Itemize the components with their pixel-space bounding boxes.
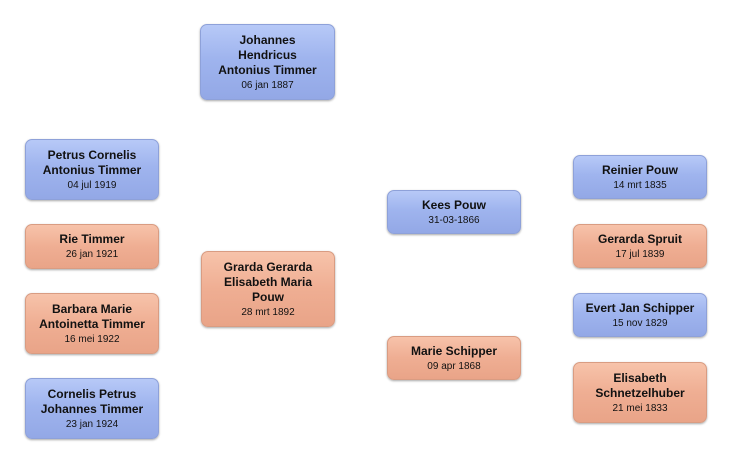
person-date: 06 jan 1887 — [241, 79, 294, 91]
person-name: Johannes Hendricus Antonius Timmer — [218, 32, 317, 77]
person-card-great-grandparent[interactable]: Elisabeth Schnetzelhuber 21 mei 1833 — [573, 362, 707, 423]
person-date: 23 jan 1924 — [65, 418, 119, 430]
person-card-child[interactable]: Cornelis Petrus Johannes Timmer 23 jan 1… — [25, 378, 159, 439]
person-date: 14 mrt 1835 — [613, 179, 667, 191]
person-card-mother[interactable]: Grarda Gerarda Elisabeth Maria Pouw 28 m… — [201, 251, 335, 327]
person-date: 09 apr 1868 — [427, 360, 481, 372]
person-card-child[interactable]: Rie Timmer 26 jan 1921 — [25, 224, 159, 269]
person-name: Evert Jan Schipper — [585, 300, 695, 315]
person-name: Rie Timmer — [59, 232, 125, 246]
person-date: 17 jul 1839 — [615, 248, 665, 260]
person-date: 26 jan 1921 — [65, 249, 119, 260]
person-card-great-grandparent[interactable]: Reinier Pouw 14 mrt 1835 — [573, 155, 707, 199]
person-card-father[interactable]: Johannes Hendricus Antonius Timmer 06 ja… — [200, 24, 335, 100]
person-date: 15 nov 1829 — [612, 317, 668, 329]
person-date: 31-03-1866 — [428, 214, 480, 226]
person-name: Grarda Gerarda Elisabeth Maria Pouw — [223, 259, 313, 304]
person-date: 16 mei 1922 — [64, 333, 120, 345]
person-name: Gerarda Spruit — [597, 231, 683, 246]
person-card-child[interactable]: Barbara Marie Antoinetta Timmer 16 mei 1… — [25, 293, 159, 354]
person-name: Marie Schipper — [410, 343, 498, 358]
person-date: 04 jul 1919 — [67, 179, 117, 191]
person-card-child[interactable]: Petrus Cornelis Antonius Timmer 04 jul 1… — [25, 139, 159, 200]
person-name: Cornelis Petrus Johannes Timmer — [40, 386, 144, 416]
person-date: 21 mei 1833 — [612, 402, 668, 414]
person-name: Reinier Pouw — [601, 162, 678, 177]
person-date: 28 mrt 1892 — [241, 306, 295, 318]
person-name: Barbara Marie Antoinetta Timmer — [39, 301, 145, 331]
person-name: Kees Pouw — [421, 197, 487, 212]
person-card-grandmother[interactable]: Marie Schipper 09 apr 1868 — [387, 336, 521, 380]
person-card-great-grandparent[interactable]: Evert Jan Schipper 15 nov 1829 — [573, 293, 707, 337]
person-card-grandfather[interactable]: Kees Pouw 31-03-1866 — [387, 190, 521, 234]
person-name: Petrus Cornelis Antonius Timmer — [42, 147, 142, 177]
person-name: Elisabeth Schnetzelhuber — [595, 370, 685, 400]
person-card-great-grandparent[interactable]: Gerarda Spruit 17 jul 1839 — [573, 224, 707, 268]
